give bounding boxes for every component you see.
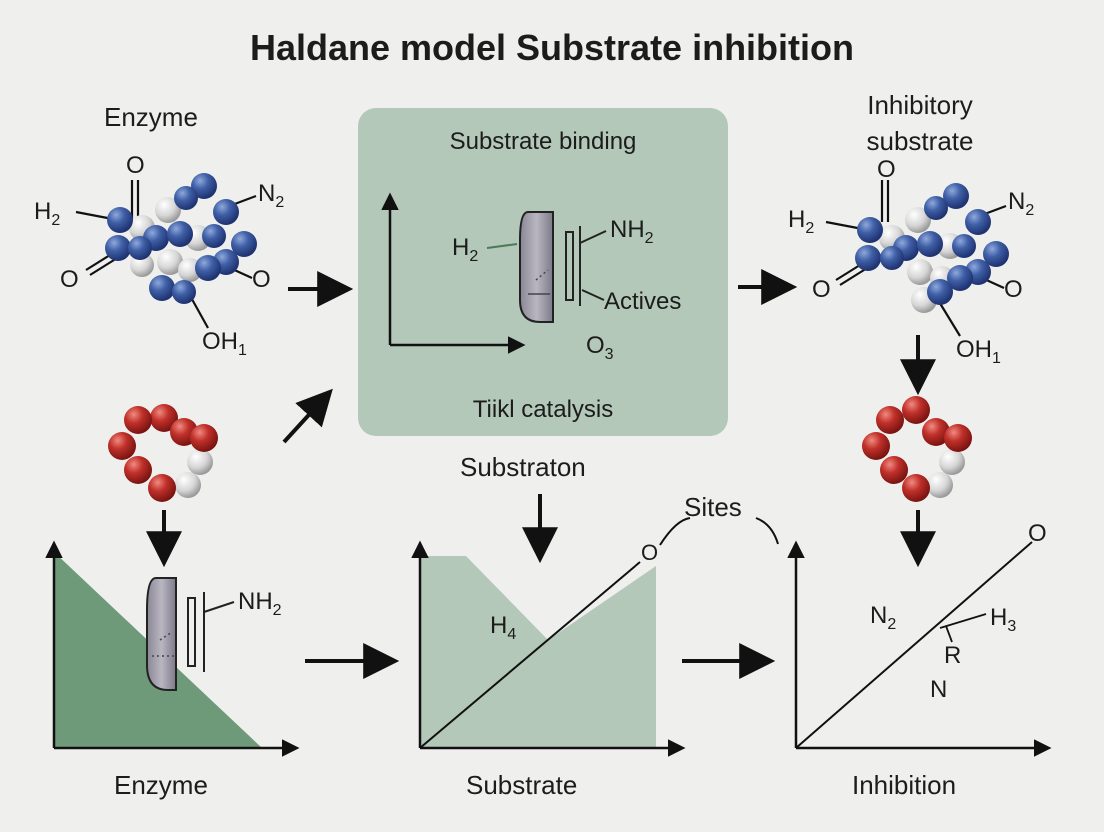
center-axes	[381, 192, 526, 354]
inhibition-h3-label: H3	[990, 604, 1017, 635]
inhibitory-oh1-label: OH1	[956, 336, 1001, 367]
enzyme-heading: Enzyme	[104, 102, 198, 132]
center-capsule-icon	[519, 211, 554, 323]
flow-arrows	[146, 269, 936, 679]
enzyme-h2-label: H2	[34, 198, 61, 229]
inhibition-o-point-label: O	[1028, 520, 1047, 547]
enzyme-n2-label: N2	[258, 180, 285, 211]
enzyme-nh2-label: NH2	[238, 588, 282, 619]
enzyme-o-right-label: O	[252, 266, 271, 293]
arrow-ring-to-panel	[282, 388, 333, 444]
substrate-area-fill	[420, 556, 656, 748]
center-nh2-label: NH2	[610, 216, 654, 247]
inhibitory-substrate-molecule-icon	[825, 180, 1009, 337]
enzyme-capsule-icon	[146, 577, 177, 691]
inhibition-r-label: R	[944, 642, 962, 669]
inhibition-caption: Inhibition	[852, 770, 957, 800]
substrate-binding-heading: Substrate binding	[449, 128, 637, 155]
substrate-caption: Substrate	[466, 770, 578, 800]
inhibitory-o-top-label: O	[877, 156, 896, 183]
inhibitory-heading-line1: Inhibitory	[867, 90, 973, 120]
substrate-diagonal-line	[419, 561, 641, 749]
enzyme-chart-axes	[45, 540, 300, 757]
catalysis-footer: Tiikl catalysis	[472, 396, 614, 423]
sites-label: Sites	[684, 492, 742, 522]
inhibition-diagonal-line	[795, 541, 1033, 749]
enzyme-o-top-label: O	[126, 152, 145, 179]
inhibitory-h2-label: H2	[788, 206, 815, 237]
inhibition-n-label: N	[930, 676, 948, 703]
center-o3-label: O3	[586, 332, 614, 363]
page-title: Haldane model Substrate inhibition	[249, 27, 855, 68]
inhibition-chart-axes	[787, 540, 1052, 757]
substrate-chart-axes	[411, 540, 686, 757]
enzyme-molecule-icon	[75, 173, 257, 329]
substrate-o-point-label: O	[641, 540, 659, 565]
substrate-h4-label: H4	[490, 612, 517, 643]
center-capsule-bond	[486, 243, 518, 249]
enzyme-caption: Enzyme	[114, 770, 208, 800]
enzyme-double-bar	[187, 592, 235, 672]
center-h2-label: H2	[452, 234, 479, 265]
right-ring-molecule-icon	[862, 396, 972, 502]
actives-label: Actives	[604, 288, 682, 315]
enzyme-capsule-marks	[152, 631, 174, 657]
left-ring-molecule-icon	[108, 404, 218, 502]
inhibitory-o-left-label: O	[812, 276, 831, 303]
sites-curve	[659, 517, 779, 546]
center-capsule-marks	[528, 269, 550, 295]
inhibition-branch-bonds	[939, 613, 987, 643]
inhibitory-o-right-label: O	[1004, 276, 1023, 303]
center-double-bar	[565, 226, 607, 306]
inhibition-n2-label: N2	[870, 602, 897, 633]
enzyme-o-left-label: O	[60, 266, 79, 293]
enzyme-oh1-label: OH1	[202, 328, 247, 359]
inhibitory-n2-label: N2	[1008, 188, 1035, 219]
substraton-label: Substraton	[460, 452, 586, 482]
inhibitory-heading-line2: substrate	[866, 126, 974, 156]
